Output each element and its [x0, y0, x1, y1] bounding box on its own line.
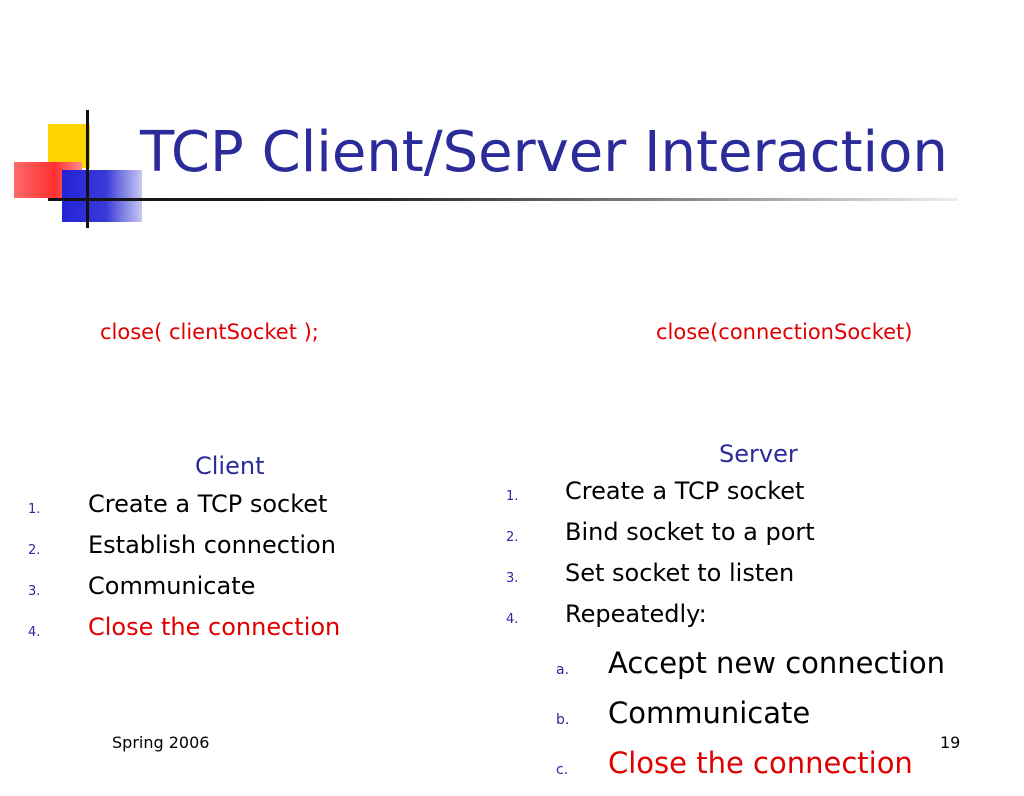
- client-heading: Client: [195, 452, 265, 480]
- server-close-code: close(connectionSocket): [656, 320, 913, 344]
- logo-vertical-line: [86, 110, 89, 228]
- list-item-letter: c.: [556, 762, 569, 778]
- list-item-number: 2.: [506, 530, 519, 545]
- logo-yellow-square: [48, 124, 90, 168]
- server-heading: Server: [719, 440, 798, 468]
- client-close-code: close( clientSocket );: [100, 320, 319, 344]
- title-underline: [48, 198, 958, 201]
- list-item-text: Repeatedly:: [565, 600, 707, 628]
- slide-title: TCP Client/Server Interaction: [140, 120, 948, 185]
- list-item-text: Set socket to listen: [565, 559, 795, 587]
- footer-date: Spring 2006: [112, 733, 210, 752]
- list-item-number: 1.: [28, 502, 41, 517]
- list-item-letter: b.: [556, 712, 570, 728]
- list-item-text: Accept new connection: [608, 646, 945, 680]
- list-item-number: 3.: [506, 571, 519, 586]
- list-item-number: 2.: [28, 543, 41, 558]
- list-item-number: 3.: [28, 584, 41, 599]
- footer-page-number: 19: [940, 733, 961, 752]
- list-item-text: Establish connection: [88, 531, 336, 559]
- slide-logo-graphic: [0, 0, 150, 240]
- list-item-letter: a.: [556, 662, 570, 678]
- list-item-text: Create a TCP socket: [565, 477, 805, 505]
- list-item-number: 4.: [506, 612, 519, 627]
- list-item-text-highlighted: Close the connection: [88, 613, 341, 641]
- list-item-text-highlighted: Close the connection: [608, 746, 913, 780]
- list-item-text: Create a TCP socket: [88, 490, 328, 518]
- logo-blue-square: [62, 170, 142, 222]
- list-item-text: Communicate: [88, 572, 256, 600]
- list-item-number: 4.: [28, 625, 41, 640]
- list-item-text: Bind socket to a port: [565, 518, 815, 546]
- list-item-number: 1.: [506, 489, 519, 504]
- list-item-text: Communicate: [608, 696, 811, 730]
